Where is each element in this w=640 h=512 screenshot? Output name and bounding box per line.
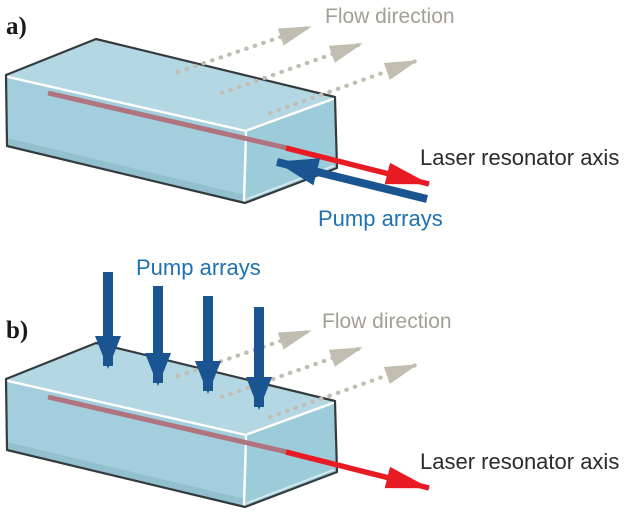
panel-b-diagram xyxy=(4,272,430,509)
flow-arrow xyxy=(219,41,364,96)
box-front-face xyxy=(6,379,247,507)
pump-arrays-label: Pump arrays xyxy=(136,255,261,280)
flow-direction-label: Flow direction xyxy=(322,310,452,333)
box-top-face xyxy=(6,39,335,131)
gain-medium-box-b xyxy=(4,341,339,509)
flow-arrow xyxy=(175,328,313,379)
laser-resonator-axis-arrow xyxy=(285,449,430,491)
box-inner-edge xyxy=(6,75,248,133)
box-inner-shade xyxy=(7,138,245,203)
flow-arrow xyxy=(267,58,419,116)
box-inner-edge xyxy=(246,401,335,436)
box-front-face xyxy=(6,75,247,203)
laser-resonator-axis-arrow xyxy=(285,145,430,187)
laser-axis-inside-box xyxy=(47,394,288,455)
box-outline xyxy=(4,37,339,205)
laser-resonator-axis-label: Laser resonator axis xyxy=(420,449,620,474)
box-inner-edge xyxy=(242,435,248,507)
box-inner-shade xyxy=(7,442,245,507)
panel-a-diagram xyxy=(4,24,430,205)
flow-arrow xyxy=(219,345,364,400)
flow-direction-arrows-b xyxy=(175,328,419,420)
panel-a-label: a) xyxy=(6,13,27,40)
box-inner-edge xyxy=(246,97,335,132)
box-inner-edge xyxy=(6,379,248,437)
panel-b-label: b) xyxy=(6,317,29,344)
box-top-face xyxy=(6,343,335,435)
pump-array-arrows-b xyxy=(95,272,272,410)
flow-arrow xyxy=(267,362,419,420)
laser-resonator-axis-label: Laser resonator axis xyxy=(420,145,620,170)
box-inner-edge xyxy=(246,469,334,504)
pump-array-arrow xyxy=(276,158,428,203)
flow-direction-arrows-a xyxy=(175,24,419,116)
flow-arrow xyxy=(175,24,313,75)
pump-arrays-label: Pump arrays xyxy=(318,206,443,231)
flow-direction-label: Flow direction xyxy=(325,5,455,28)
box-inner-edge xyxy=(242,131,248,203)
laser-axis-inside-box xyxy=(47,90,288,151)
